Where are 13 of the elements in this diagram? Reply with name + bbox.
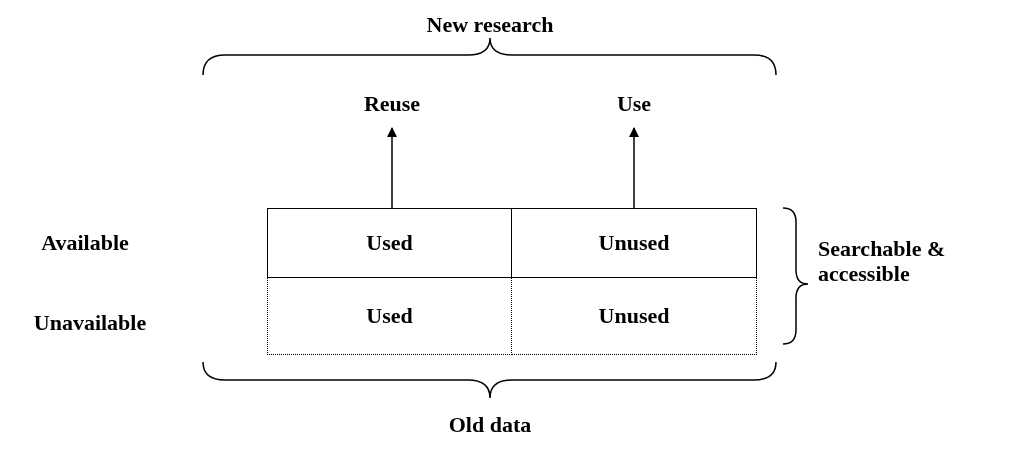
table-cell: Used — [267, 277, 512, 355]
table-cell: Unused — [511, 208, 757, 278]
table-cell: Unused — [511, 277, 757, 355]
brace-label: New research — [425, 12, 555, 38]
arrow — [387, 127, 397, 209]
column-heading: Reuse — [340, 86, 444, 122]
brace-label: Old data — [447, 412, 533, 438]
column-heading: Use — [590, 86, 678, 122]
table-cell: Used — [267, 208, 512, 278]
brace-label: Searchable & accessible — [818, 236, 947, 287]
arrow — [629, 127, 639, 209]
row-label: Available — [40, 230, 130, 256]
row-label: Unavailable — [32, 310, 148, 336]
